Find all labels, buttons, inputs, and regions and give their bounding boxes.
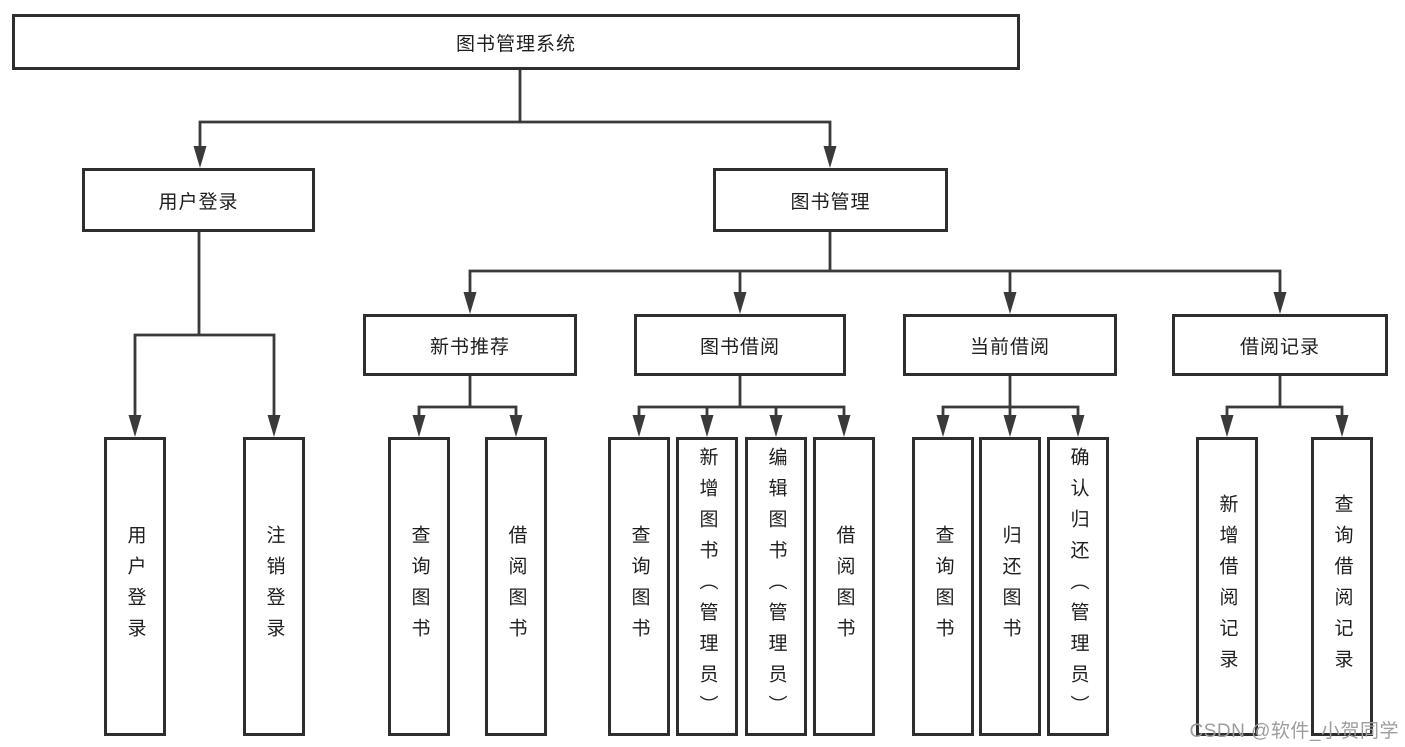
- root-node-library-system: 图书管理系统: [12, 14, 1020, 70]
- leaf-query-book-borrow-label: 查询图书: [628, 524, 650, 649]
- node-current-borrowing: 当前借阅: [903, 314, 1117, 376]
- leaf-add-book-admin: 新增图书（管理员）: [676, 437, 738, 736]
- csdn-watermark: CSDN @软件_小贺同学: [1189, 721, 1399, 742]
- leaf-return-book: 归还图书: [979, 437, 1041, 736]
- leaf-query-book-current: 查询图书: [912, 437, 974, 736]
- leaf-borrow-book-recommend-label: 借阅图书: [505, 524, 527, 649]
- leaf-query-book-recommend: 查询图书: [388, 437, 450, 736]
- node-borrowing-records: 借阅记录: [1172, 314, 1388, 376]
- leaf-add-borrow-record-label: 新增借阅记录: [1216, 493, 1238, 680]
- leaf-query-book-borrow: 查询图书: [608, 437, 670, 736]
- leaf-query-book-recommend-label: 查询图书: [408, 524, 430, 649]
- leaf-confirm-return-admin-label: 确认归还（管理员）: [1067, 447, 1089, 726]
- node-new-book-recommend: 新书推荐: [363, 314, 577, 376]
- root-node-label: 图书管理系统: [455, 33, 576, 55]
- leaf-confirm-return-admin: 确认归还（管理员）: [1047, 437, 1109, 736]
- node-book-borrowing: 图书借阅: [634, 314, 846, 376]
- node-user-login: 用户登录: [82, 168, 315, 232]
- leaf-edit-book-admin: 编辑图书（管理员）: [745, 437, 807, 736]
- leaf-query-borrow-record-label: 查询借阅记录: [1331, 493, 1353, 680]
- leaf-edit-book-admin-label: 编辑图书（管理员）: [765, 447, 787, 726]
- node-book-management: 图书管理: [713, 168, 948, 232]
- leaf-logout-label: 注销登录: [263, 524, 285, 649]
- arrowheads: [128, 146, 1349, 437]
- node-current-borrowing-label: 当前借阅: [969, 336, 1050, 358]
- node-user-login-label: 用户登录: [158, 191, 239, 213]
- leaf-user-login-label: 用户登录: [124, 524, 146, 649]
- leaf-return-book-label: 归还图书: [999, 524, 1021, 649]
- node-new-book-recommend-label: 新书推荐: [429, 336, 510, 358]
- leaf-query-book-current-label: 查询图书: [932, 524, 954, 649]
- node-borrowing-records-label: 借阅记录: [1239, 336, 1320, 358]
- leaf-user-login: 用户登录: [104, 437, 166, 736]
- leaf-borrow-book: 借阅图书: [813, 437, 875, 736]
- leaf-query-borrow-record: 查询借阅记录: [1311, 437, 1373, 736]
- leaf-add-borrow-record: 新增借阅记录: [1196, 437, 1258, 736]
- node-book-management-label: 图书管理: [790, 191, 871, 213]
- leaf-borrow-book-label: 借阅图书: [833, 524, 855, 649]
- leaf-logout: 注销登录: [243, 437, 305, 736]
- node-book-borrowing-label: 图书借阅: [699, 336, 780, 358]
- leaf-add-book-admin-label: 新增图书（管理员）: [696, 447, 718, 726]
- leaf-borrow-book-recommend: 借阅图书: [485, 437, 547, 736]
